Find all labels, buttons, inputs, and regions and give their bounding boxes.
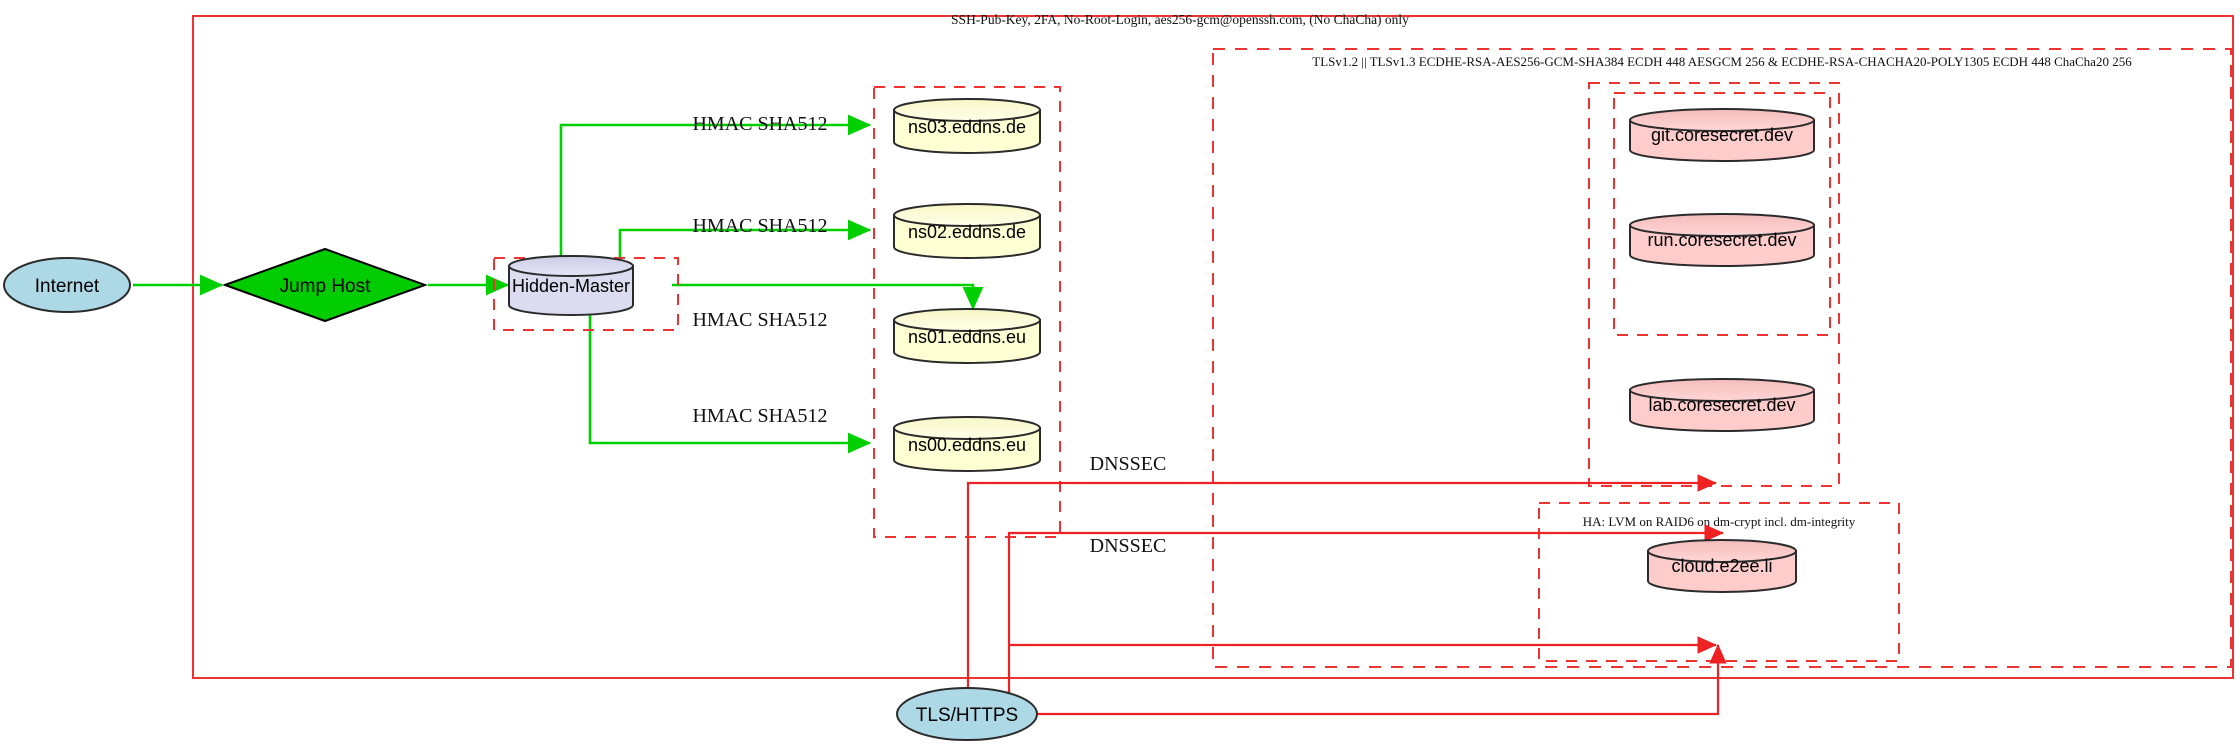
- node-tls-https-label: TLS/HTTPS: [916, 705, 1018, 726]
- tls-zone-label: TLSv1.2 || TLSv1.3 ECDHE-RSA-AES256-GCM-…: [1312, 54, 2132, 69]
- edge-label-hmac-4: HMAC SHA512: [692, 405, 827, 427]
- node-lab-coresecret[interactable]: lab.coresecret.dev: [1629, 378, 1815, 432]
- node-ns02[interactable]: ns02.eddns.de: [893, 203, 1041, 259]
- edge-label-hmac-3: HMAC SHA512: [692, 309, 827, 331]
- tls-zone-boundary: [1212, 48, 2232, 668]
- edge-label-dnssec-1: DNSSEC: [1090, 453, 1167, 475]
- node-tls-https[interactable]: TLS/HTTPS: [896, 687, 1038, 741]
- app-zone-boundary: [1588, 82, 1840, 487]
- edge-hiddenmaster-to-ns02: [618, 219, 872, 262]
- node-run-coresecret[interactable]: run.coresecret.dev: [1629, 213, 1815, 267]
- node-cloud-e2ee-label: cloud.e2ee.li: [1671, 556, 1772, 576]
- ha-zone-label: HA: LVM on RAID6 on dm-crypt incl. dm-in…: [1583, 514, 1856, 529]
- green-edges: [133, 114, 984, 454]
- edge-tls-to-cloud: [1037, 643, 1727, 716]
- edge-label-hmac-2: HMAC SHA512: [692, 215, 827, 237]
- node-run-coresecret-label: run.coresecret.dev: [1647, 230, 1796, 250]
- node-ns00-label: ns00.eddns.eu: [908, 435, 1026, 455]
- ha-zone-boundary: [1538, 502, 1900, 662]
- edge-label-hmac-1: HMAC SHA512: [692, 113, 827, 135]
- edge-hiddenmaster-to-ns01: [672, 283, 984, 311]
- node-git-coresecret-label: git.coresecret.dev: [1651, 125, 1793, 145]
- node-hidden-master[interactable]: Hidden-Master: [508, 255, 634, 316]
- edge-hiddenmaster-to-ns03: [559, 114, 872, 262]
- app-inner-boundary: [1613, 92, 1831, 336]
- node-lab-coresecret-label: lab.coresecret.dev: [1648, 395, 1795, 415]
- node-internet-label: Internet: [35, 276, 100, 297]
- edge-dnssec-upper: [966, 474, 1718, 662]
- node-ns01[interactable]: ns01.eddns.eu: [893, 308, 1041, 364]
- node-ns03-label: ns03.eddns.de: [908, 117, 1026, 137]
- node-ns02-label: ns02.eddns.de: [908, 222, 1026, 242]
- hidden-master-boundary: [493, 257, 679, 331]
- node-cloud-e2ee[interactable]: cloud.e2ee.li: [1647, 539, 1797, 593]
- node-jump-host-label: Jump Host: [280, 276, 372, 297]
- node-ns00[interactable]: ns00.eddns.eu: [893, 416, 1041, 472]
- ssh-zone-label: SSH-Pub-Key, 2FA, No-Root-Login, aes256-…: [951, 12, 1409, 27]
- node-internet[interactable]: Internet: [3, 257, 131, 313]
- node-jump-host[interactable]: Jump Host: [222, 247, 428, 323]
- ssh-zone-boundary: [192, 15, 2234, 679]
- node-ns03[interactable]: ns03.eddns.de: [893, 98, 1041, 154]
- edge-label-dnssec-2: DNSSEC: [1090, 535, 1167, 557]
- node-hidden-master-label: Hidden-Master: [512, 276, 630, 296]
- node-git-coresecret[interactable]: git.coresecret.dev: [1629, 108, 1815, 162]
- node-ns01-label: ns01.eddns.eu: [908, 327, 1026, 347]
- red-edges: [966, 474, 1727, 716]
- edge-hiddenmaster-to-ns00: [588, 312, 872, 454]
- edge-dnssec-lower: [1007, 524, 1725, 700]
